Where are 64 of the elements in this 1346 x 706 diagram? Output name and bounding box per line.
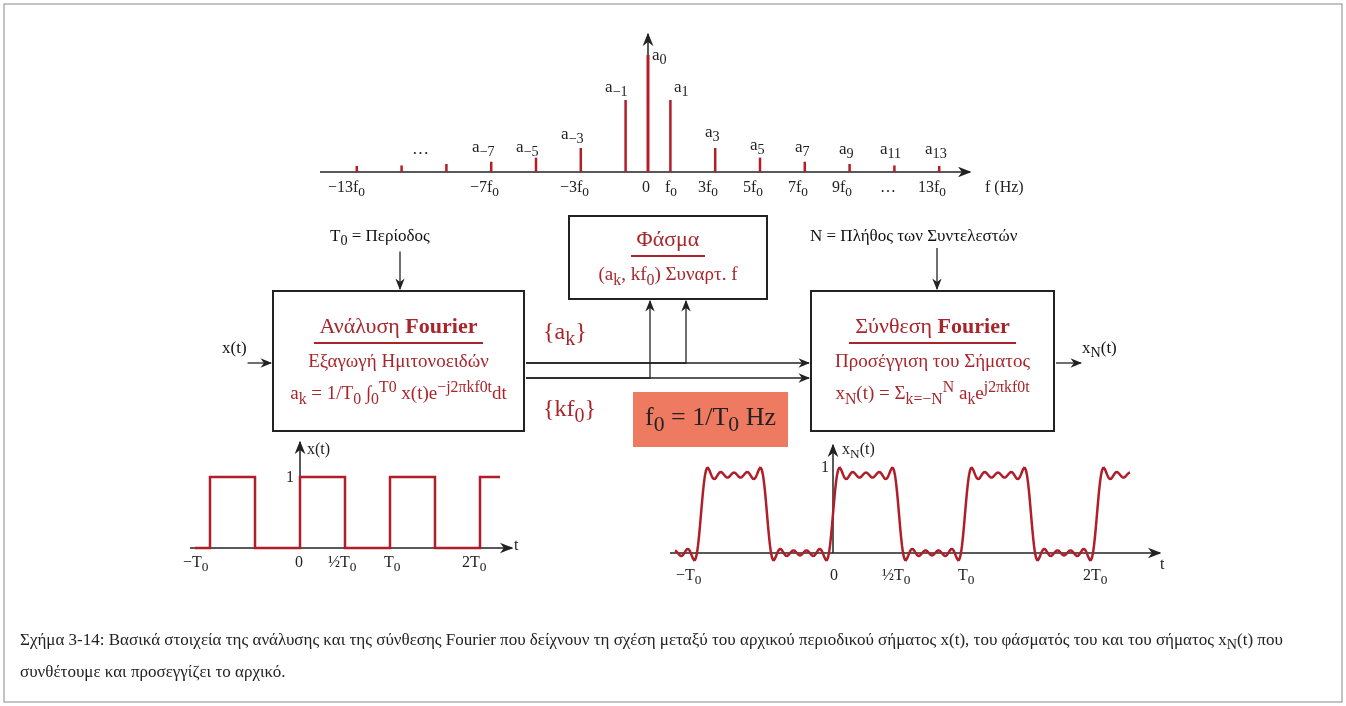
process-box — [810, 290, 1055, 432]
tick-label: −T$_{0}$ — [183, 553, 209, 577]
tick-label: ½T$_{0}$ — [882, 566, 911, 590]
coefficient-label: a$_{−1}$ — [605, 78, 628, 101]
box-text: Εξαγωγή Ημιτονοειδών — [308, 350, 489, 373]
coefficient-label: a$_{9}$ — [839, 140, 854, 163]
tick-label: −3f$_{0}$ — [560, 178, 590, 202]
tick-label: 0 — [830, 566, 838, 584]
coefficient-label: a$_{3}$ — [705, 123, 720, 146]
box-text: (a$_{k}$, kf$_{0}$) Συναρτ. f — [598, 263, 738, 289]
formula: x$_{N}$(t) = Σ$_{k=−N}$$^{N}$ a$_{k}$e$^{j2πkf0t}$ — [835, 378, 1030, 409]
coefficient-label: a$_{5}$ — [750, 136, 765, 159]
tick-label: f$_{0}$ — [665, 178, 677, 202]
tick-label: T$_{0}$ — [958, 566, 975, 590]
formula: a$_{k}$ = 1/T$_{0}$ ∫$_{0}$$^{T0}$ x(t)e$^{−j2πkf0t}$dt — [290, 378, 507, 409]
box-text: Προσέγγιση του Σήματος — [835, 350, 1030, 373]
signal-label: x$_{N}$(t) — [1082, 338, 1117, 362]
coefficient-label: a$_{1}$ — [674, 78, 689, 101]
arrow — [1055, 358, 1083, 368]
coefficient-label: a$_{−7}$ — [472, 138, 495, 161]
coefficient-label: a$_{0}$ — [652, 46, 667, 69]
tick-label: 9f$_{0}$ — [832, 178, 852, 202]
box-heading: Φάσμα — [630, 226, 706, 258]
tick-label: 1 — [286, 468, 294, 486]
tick-label: 2T$_{0}$ — [1083, 566, 1108, 590]
tick-label: −7f$_{0}$ — [470, 178, 500, 202]
signal-label: x(t) — [222, 338, 247, 358]
process-box — [272, 290, 525, 432]
tick-label: 3f$_{0}$ — [698, 178, 718, 202]
tick-label: ½T$_{0}$ — [328, 553, 357, 577]
arrow — [525, 299, 691, 364]
coefficient-label: … — [412, 140, 429, 158]
coefficient-label: a$_{11}$ — [880, 140, 902, 163]
arrow — [246, 358, 273, 368]
caption: Σχήμα 3-14: Βασικά στοιχεία της ανάλυσης και της σύνθεσης Fourier που δείχνουν τη σχέση μεταξύ του αρχικού περιοδικού σήματος x(t), του φάσματός του και του σήματος x$_{N}$(t) που συνθέτουμε και προσεγγίζει το αρχικό. — [20, 629, 1284, 684]
tick-label: 13f$_{0}$ — [918, 178, 946, 202]
axis-label: t — [1160, 555, 1165, 573]
tick-label: 0 — [295, 553, 303, 571]
axis-label: f (Hz) — [985, 178, 1024, 196]
arrow — [525, 299, 655, 379]
tick-label: T$_{0}$ — [384, 553, 401, 577]
tick-label: −T$_{0}$ — [676, 566, 702, 590]
arrow — [932, 247, 942, 291]
axis-label: t — [514, 536, 519, 554]
process-box — [568, 215, 768, 300]
tick-label: 1 — [821, 458, 829, 476]
coefficient-label: a$_{13}$ — [925, 140, 947, 163]
formula-box — [633, 392, 788, 447]
tick-label: −13f$_{0}$ — [328, 178, 366, 202]
tick-label: 2T$_{0}$ — [462, 553, 487, 577]
tick-label: 0 — [642, 178, 650, 196]
box-heading: Ανάλυση Fourier — [313, 313, 484, 345]
signal-label: N = Πλήθος των Συντελεστών — [810, 226, 1018, 246]
tick-label: 5f$_{0}$ — [743, 178, 763, 202]
coefficient-label: a$_{−3}$ — [561, 125, 584, 148]
tick-label: … — [880, 178, 896, 196]
coefficient-label: a$_{−5}$ — [516, 138, 539, 161]
axis-label: x$_{N}$(t) — [842, 440, 875, 464]
tick-label: 7f$_{0}$ — [788, 178, 808, 202]
formula: f$_{0}$ = 1/T$_{0}$ Hz — [645, 401, 776, 438]
box-heading: Σύνθεση Fourier — [849, 313, 1016, 345]
coefficient-label: a$_{7}$ — [795, 138, 810, 161]
arrow — [395, 250, 405, 291]
signal-label: T$_{0}$ = Περίοδος — [330, 226, 430, 250]
